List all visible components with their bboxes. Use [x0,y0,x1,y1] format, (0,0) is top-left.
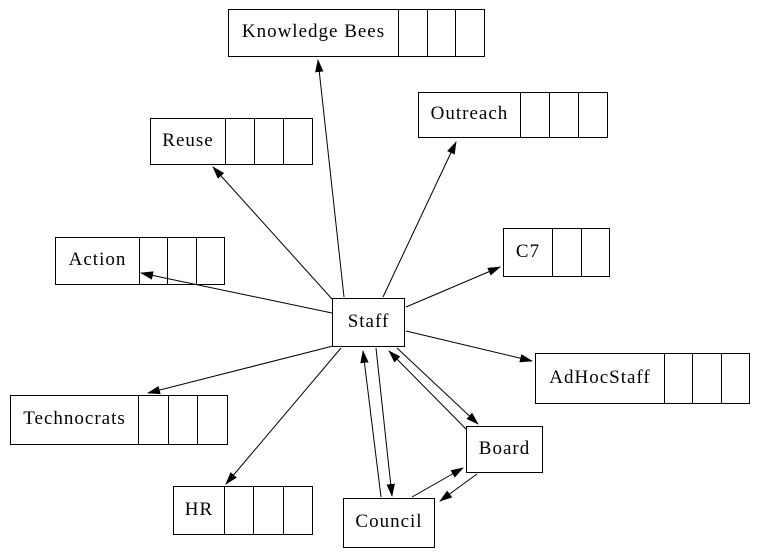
record-empty-cell [138,396,168,444]
node-staff: Staff [332,298,405,347]
node-knowledge-bees: Knowledge Bees [228,9,485,57]
record-empty-cell [139,238,167,284]
node-technocrats: Technocrats [10,395,228,445]
node-board: Board [466,426,543,473]
node-label: Outreach [430,103,509,124]
record-empty-cell [549,93,578,137]
node-council: Council [343,498,435,548]
node-reuse: Reuse [150,118,313,165]
node-label: Council [355,511,423,532]
record-empty-cell [552,229,581,276]
record-empty-cell [578,93,607,137]
record-empty-cell [455,10,484,56]
edge-board-to-council [439,473,478,502]
record-empty-cell [167,396,198,444]
edge-council-to-staff [360,350,382,498]
record-empty-cell [225,119,254,164]
edge-staff-to-council [375,347,395,497]
record-empty-cell [580,229,610,276]
record-empty-cell [254,119,283,164]
record-empty-cell [720,354,749,403]
record-empty-cell [692,354,720,403]
edge-staff-to-adhocstaff [405,330,533,363]
node-label: Staff [347,310,390,332]
record-empty-cell [426,10,456,56]
node-label: C7 [515,240,541,262]
record-empty-cell [224,487,253,534]
node-c7: C7 [503,228,610,277]
record-empty-cell [283,119,312,164]
record-empty-cell [520,93,549,137]
record-empty-cell [282,487,312,534]
node-action: Action [55,237,225,285]
node-adhocstaff: AdHocStaff [535,353,750,404]
node-label: AdHocStaff [549,366,651,388]
edge-board-to-staff [388,350,467,430]
node-label: Action [68,249,127,270]
record-empty-cell [167,238,195,284]
record-empty-cell [664,354,692,403]
node-hr: HR [173,486,313,535]
node-label: HR [184,498,214,520]
node-label: Technocrats [23,408,126,429]
record-empty-cell [197,396,227,444]
node-label: Board [478,437,531,459]
edge-staff-to-technocrats [147,345,334,395]
record-empty-cell [398,10,427,56]
edge-staff-to-c7 [405,266,501,308]
edge-staff-to-outreach [382,141,457,298]
node-outreach: Outreach [418,92,608,138]
record-empty-cell [195,238,224,284]
edge-staff-to-knowledge-bees [315,59,345,298]
edge-staff-to-board [396,347,479,425]
edge-staff-to-hr [225,347,342,485]
node-label: Reuse [162,129,214,151]
record-empty-cell [253,487,282,534]
edge-staff-to-reuse [212,166,333,300]
edge-council-to-board [411,467,464,498]
node-label: Knowledge Bees [241,21,386,42]
